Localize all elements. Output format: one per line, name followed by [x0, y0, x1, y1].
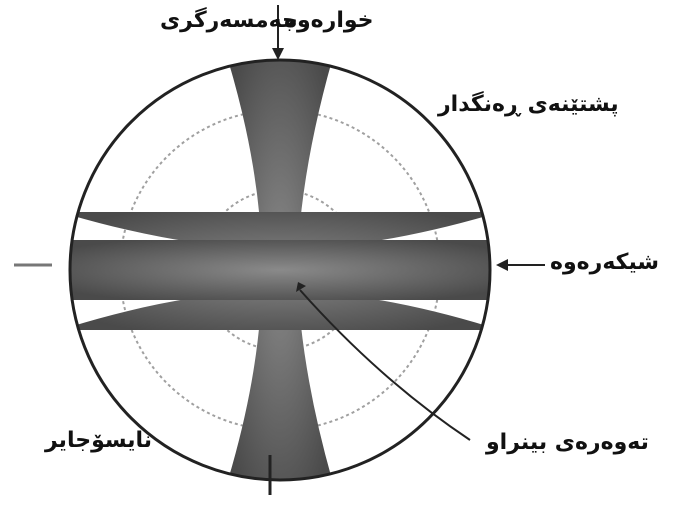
top-arrow-head — [272, 48, 284, 60]
label-optic-axis: تەوەرەی بینراو — [486, 430, 649, 455]
isogyre-cross — [60, 50, 500, 490]
label-analyzer: شیکەرەوە — [550, 250, 659, 275]
right-arrow-head — [496, 259, 508, 271]
label-top-left: جەمسەرگری — [160, 8, 298, 33]
label-color-band: پشتێنەی ڕەنگدار — [438, 92, 619, 117]
label-isogyre: نایسۆجایر — [45, 428, 152, 453]
